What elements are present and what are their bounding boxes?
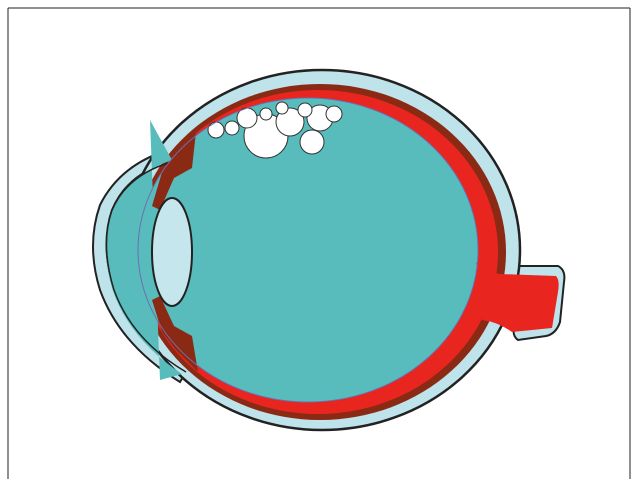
floater [225, 121, 239, 135]
floater [208, 122, 224, 138]
lens [152, 198, 192, 306]
floater [326, 106, 342, 122]
floater [300, 130, 324, 154]
floater [298, 103, 312, 117]
floater [260, 108, 272, 120]
floater [276, 102, 288, 114]
